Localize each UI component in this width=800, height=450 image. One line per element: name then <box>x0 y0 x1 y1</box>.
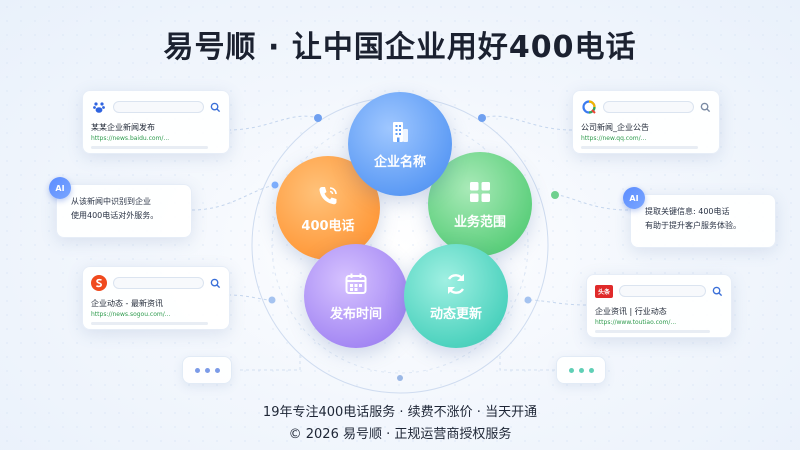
toutiao-search-card[interactable]: 头条 企业资讯 | 行业动态 https://www.toutiao.com/.… <box>586 274 732 338</box>
phone-icon <box>319 186 337 204</box>
petal-label: 400电话 <box>301 218 355 234</box>
search-input[interactable] <box>113 101 204 113</box>
ai-insight-card-left: AI 从该新闻中识别到企业 使用400电话对外服务。 <box>49 177 192 238</box>
placeholder-line <box>595 330 711 333</box>
ai-text-line2: 使用400电话对外服务。 <box>71 211 159 220</box>
result-url[interactable]: https://www.toutiao.com/... <box>595 319 677 326</box>
result-title[interactable]: 企业动态 - 最新资讯 <box>91 299 163 308</box>
ai-text-line1: 提取关键信息: 400电话 <box>645 207 730 216</box>
baidu-logo-icon <box>91 99 107 115</box>
footer-tagline: 19年专注400电话服务 · 续费不涨价 · 当天开通 <box>262 405 538 420</box>
refresh-icon <box>447 273 465 294</box>
result-url[interactable]: https://news.sogou.com/... <box>91 311 171 318</box>
placeholder-line <box>91 322 208 325</box>
search-input[interactable] <box>619 285 706 297</box>
petal-label: 动态更新 <box>429 306 482 322</box>
petal-publish-time[interactable]: 发布时间 <box>304 244 408 348</box>
petal-company-name[interactable]: 企业名称 <box>348 92 452 196</box>
sogou-logo-icon <box>91 275 107 291</box>
toutiao-logo-icon: 头条 <box>595 284 613 298</box>
placeholder-line <box>91 146 208 149</box>
petal-label: 业务范围 <box>453 214 506 230</box>
ai-insight-card-right: AI 提取关键信息: 400电话 有助于提升客户服务体验。 <box>623 187 776 248</box>
ai-text-line1: 从该新闻中识别到企业 <box>71 197 151 206</box>
result-url[interactable]: https://news.baidu.com/... <box>91 135 170 142</box>
search-icon[interactable] <box>210 278 221 289</box>
search-icon[interactable] <box>210 102 221 113</box>
chat-bubble-left <box>182 356 232 384</box>
qq-search-card[interactable]: 公司新闻_企业公告 https://new.qq.com/... <box>572 90 720 154</box>
search-input[interactable] <box>113 277 204 289</box>
ai-badge-icon: AI <box>623 187 645 209</box>
ai-text-line2: 有助于提升客户服务体验。 <box>645 221 741 230</box>
qq-logo-icon <box>581 99 597 115</box>
calendar-icon <box>345 273 367 294</box>
sogou-search-card[interactable]: 企业动态 - 最新资讯 https://news.sogou.com/... <box>82 266 230 330</box>
result-title[interactable]: 某某企业新闻发布 <box>91 123 155 132</box>
chat-bubble-right <box>556 356 606 384</box>
building-icon <box>393 121 408 142</box>
search-icon[interactable] <box>712 286 723 297</box>
ai-badge-icon: AI <box>49 177 71 199</box>
search-input[interactable] <box>603 101 694 113</box>
petal-label: 企业名称 <box>373 154 426 170</box>
grid-icon <box>470 181 490 202</box>
petal-dynamic-update[interactable]: 动态更新 <box>404 244 508 348</box>
footer-copyright: © 2026 易号顺 · 正规运营商授权服务 <box>288 427 512 442</box>
petal-label: 发布时间 <box>329 306 382 322</box>
result-title[interactable]: 企业资讯 | 行业动态 <box>595 307 667 316</box>
result-url[interactable]: https://new.qq.com/... <box>581 135 647 142</box>
search-icon[interactable] <box>700 102 711 113</box>
baidu-search-card[interactable]: 某某企业新闻发布 https://news.baidu.com/... <box>82 90 230 154</box>
result-title[interactable]: 公司新闻_企业公告 <box>581 123 649 132</box>
page-title: 易号顺 · 让中国企业用好400电话 <box>163 30 637 65</box>
placeholder-line <box>581 146 698 149</box>
